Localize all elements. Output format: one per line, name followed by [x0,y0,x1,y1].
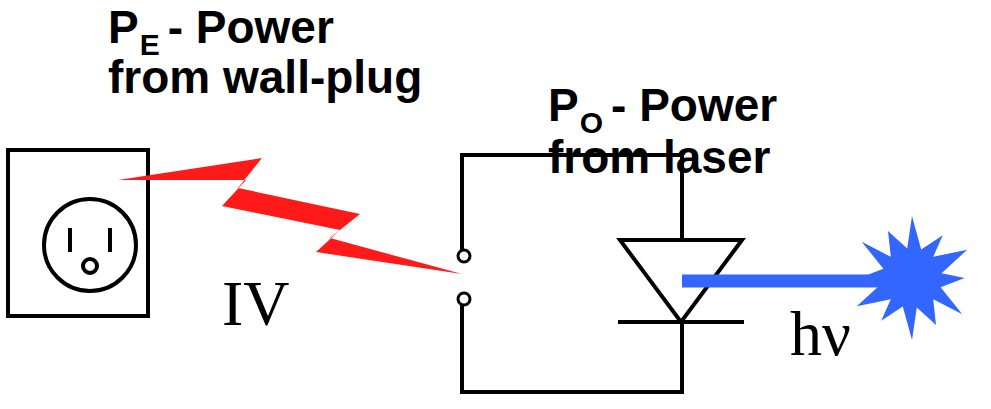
outlet-ground [83,259,97,273]
power-label: - Power [611,82,777,128]
photon-energy-label: hν [790,302,851,366]
light-burst [857,216,967,340]
outlet-face [44,199,136,291]
electrical-power-label: IV [222,272,290,336]
terminal [458,293,470,305]
outlet-slot [68,228,72,252]
terminal [458,250,470,262]
laser-beam [682,275,890,288]
lightning-bolt [118,158,462,274]
outlet-plate [8,150,148,316]
diode-bar [618,320,744,324]
power-label: - Power [168,4,334,50]
power-label: from wall-plug [108,54,422,100]
outlet-slot [108,228,112,252]
power-symbol: P [108,4,139,50]
power-symbol: P [548,82,579,128]
power-label: from laser [548,134,770,180]
